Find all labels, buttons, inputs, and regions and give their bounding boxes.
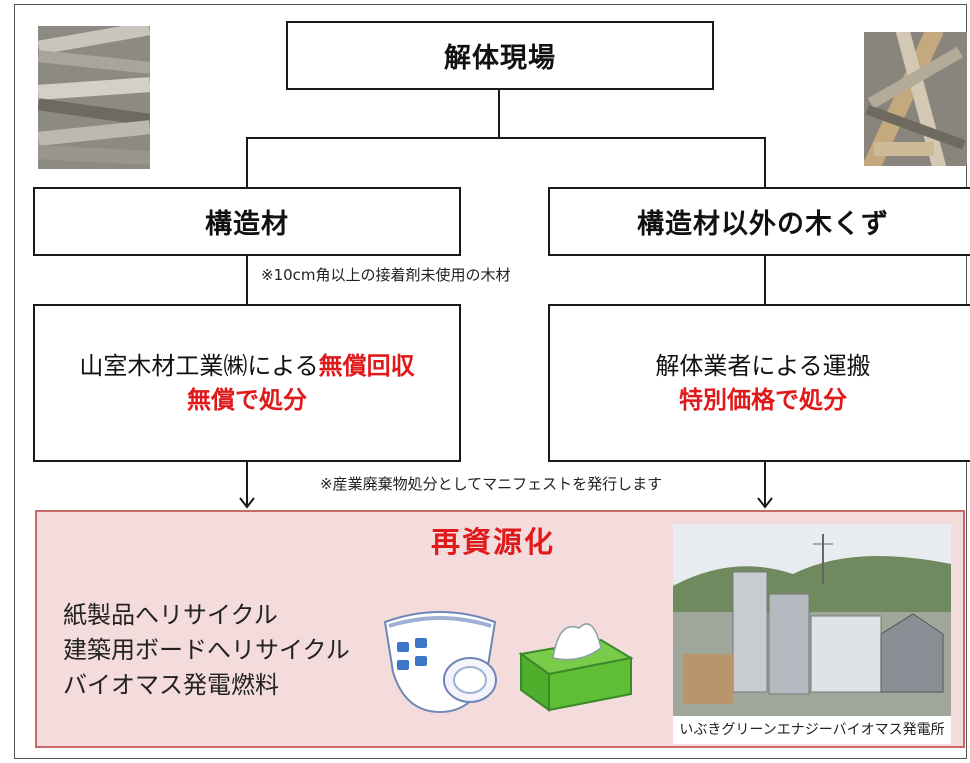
special-price-box: 解体業者による運搬 特別価格で処分 xyxy=(548,304,970,462)
use-paper-products: 紙製品へリサイクル xyxy=(63,601,278,629)
recycling-uses-list: 紙製品へリサイクル 建築用ボードへリサイクル バイオマス発電燃料 xyxy=(63,598,350,703)
wood-pile-photo xyxy=(38,26,150,169)
connector-top-vertical xyxy=(498,90,500,138)
other-wood-scraps-box: 構造材以外の木くず xyxy=(548,187,970,256)
connector-right-mid xyxy=(764,256,766,304)
tissue-box-illustration xyxy=(518,623,634,712)
structural-wood-note: ※10cm角以上の接着剤未使用の木材 xyxy=(261,266,511,284)
free-collection-highlight: 無償回収 xyxy=(318,352,415,380)
demolition-site-box: 解体現場 xyxy=(286,21,714,90)
diaper-illustration xyxy=(383,611,497,714)
connector-left-mid xyxy=(246,256,248,304)
use-building-boards: 建築用ボードへリサイクル xyxy=(63,636,350,664)
special-price-text: 特別価格で処分 xyxy=(679,386,847,414)
other-wood-scraps-title: 構造材以外の木くず xyxy=(637,209,889,240)
manifest-note: ※産業廃棄物処分としてマニフェストを発行します xyxy=(320,475,663,493)
plant-caption: いぶきグリーンエナジーバイオマス発電所 xyxy=(673,716,951,744)
recycling-panel: 再資源化 紙製品へリサイクル 建築用ボードへリサイクル バイオマス発電燃料 xyxy=(35,510,965,748)
connector-horizontal xyxy=(246,137,766,139)
demolition-site-title: 解体現場 xyxy=(444,43,556,74)
free-collection-line1: 山室木材工業㈱による無償回収 xyxy=(79,349,414,383)
structural-wood-box: 構造材 xyxy=(33,187,461,256)
free-collection-box: 山室木材工業㈱による無償回収 無償で処分 xyxy=(33,304,461,462)
free-collection-company: 山室木材工業㈱による xyxy=(79,352,319,380)
connector-left-down xyxy=(246,137,248,187)
structural-wood-title: 構造材 xyxy=(205,209,289,240)
free-disposal-text: 無償で処分 xyxy=(187,386,307,414)
use-biomass-fuel: バイオマス発電燃料 xyxy=(63,671,279,699)
connector-right-down xyxy=(764,137,766,187)
arrow-right-icon xyxy=(757,462,773,509)
wood-scrap-photo xyxy=(864,32,967,166)
arrow-left-icon xyxy=(239,462,255,509)
transport-text: 解体業者による運搬 xyxy=(655,352,871,380)
recycling-title: 再資源化 xyxy=(431,525,556,559)
biomass-plant-photo: いぶきグリーンエナジーバイオマス発電所 xyxy=(673,524,951,744)
